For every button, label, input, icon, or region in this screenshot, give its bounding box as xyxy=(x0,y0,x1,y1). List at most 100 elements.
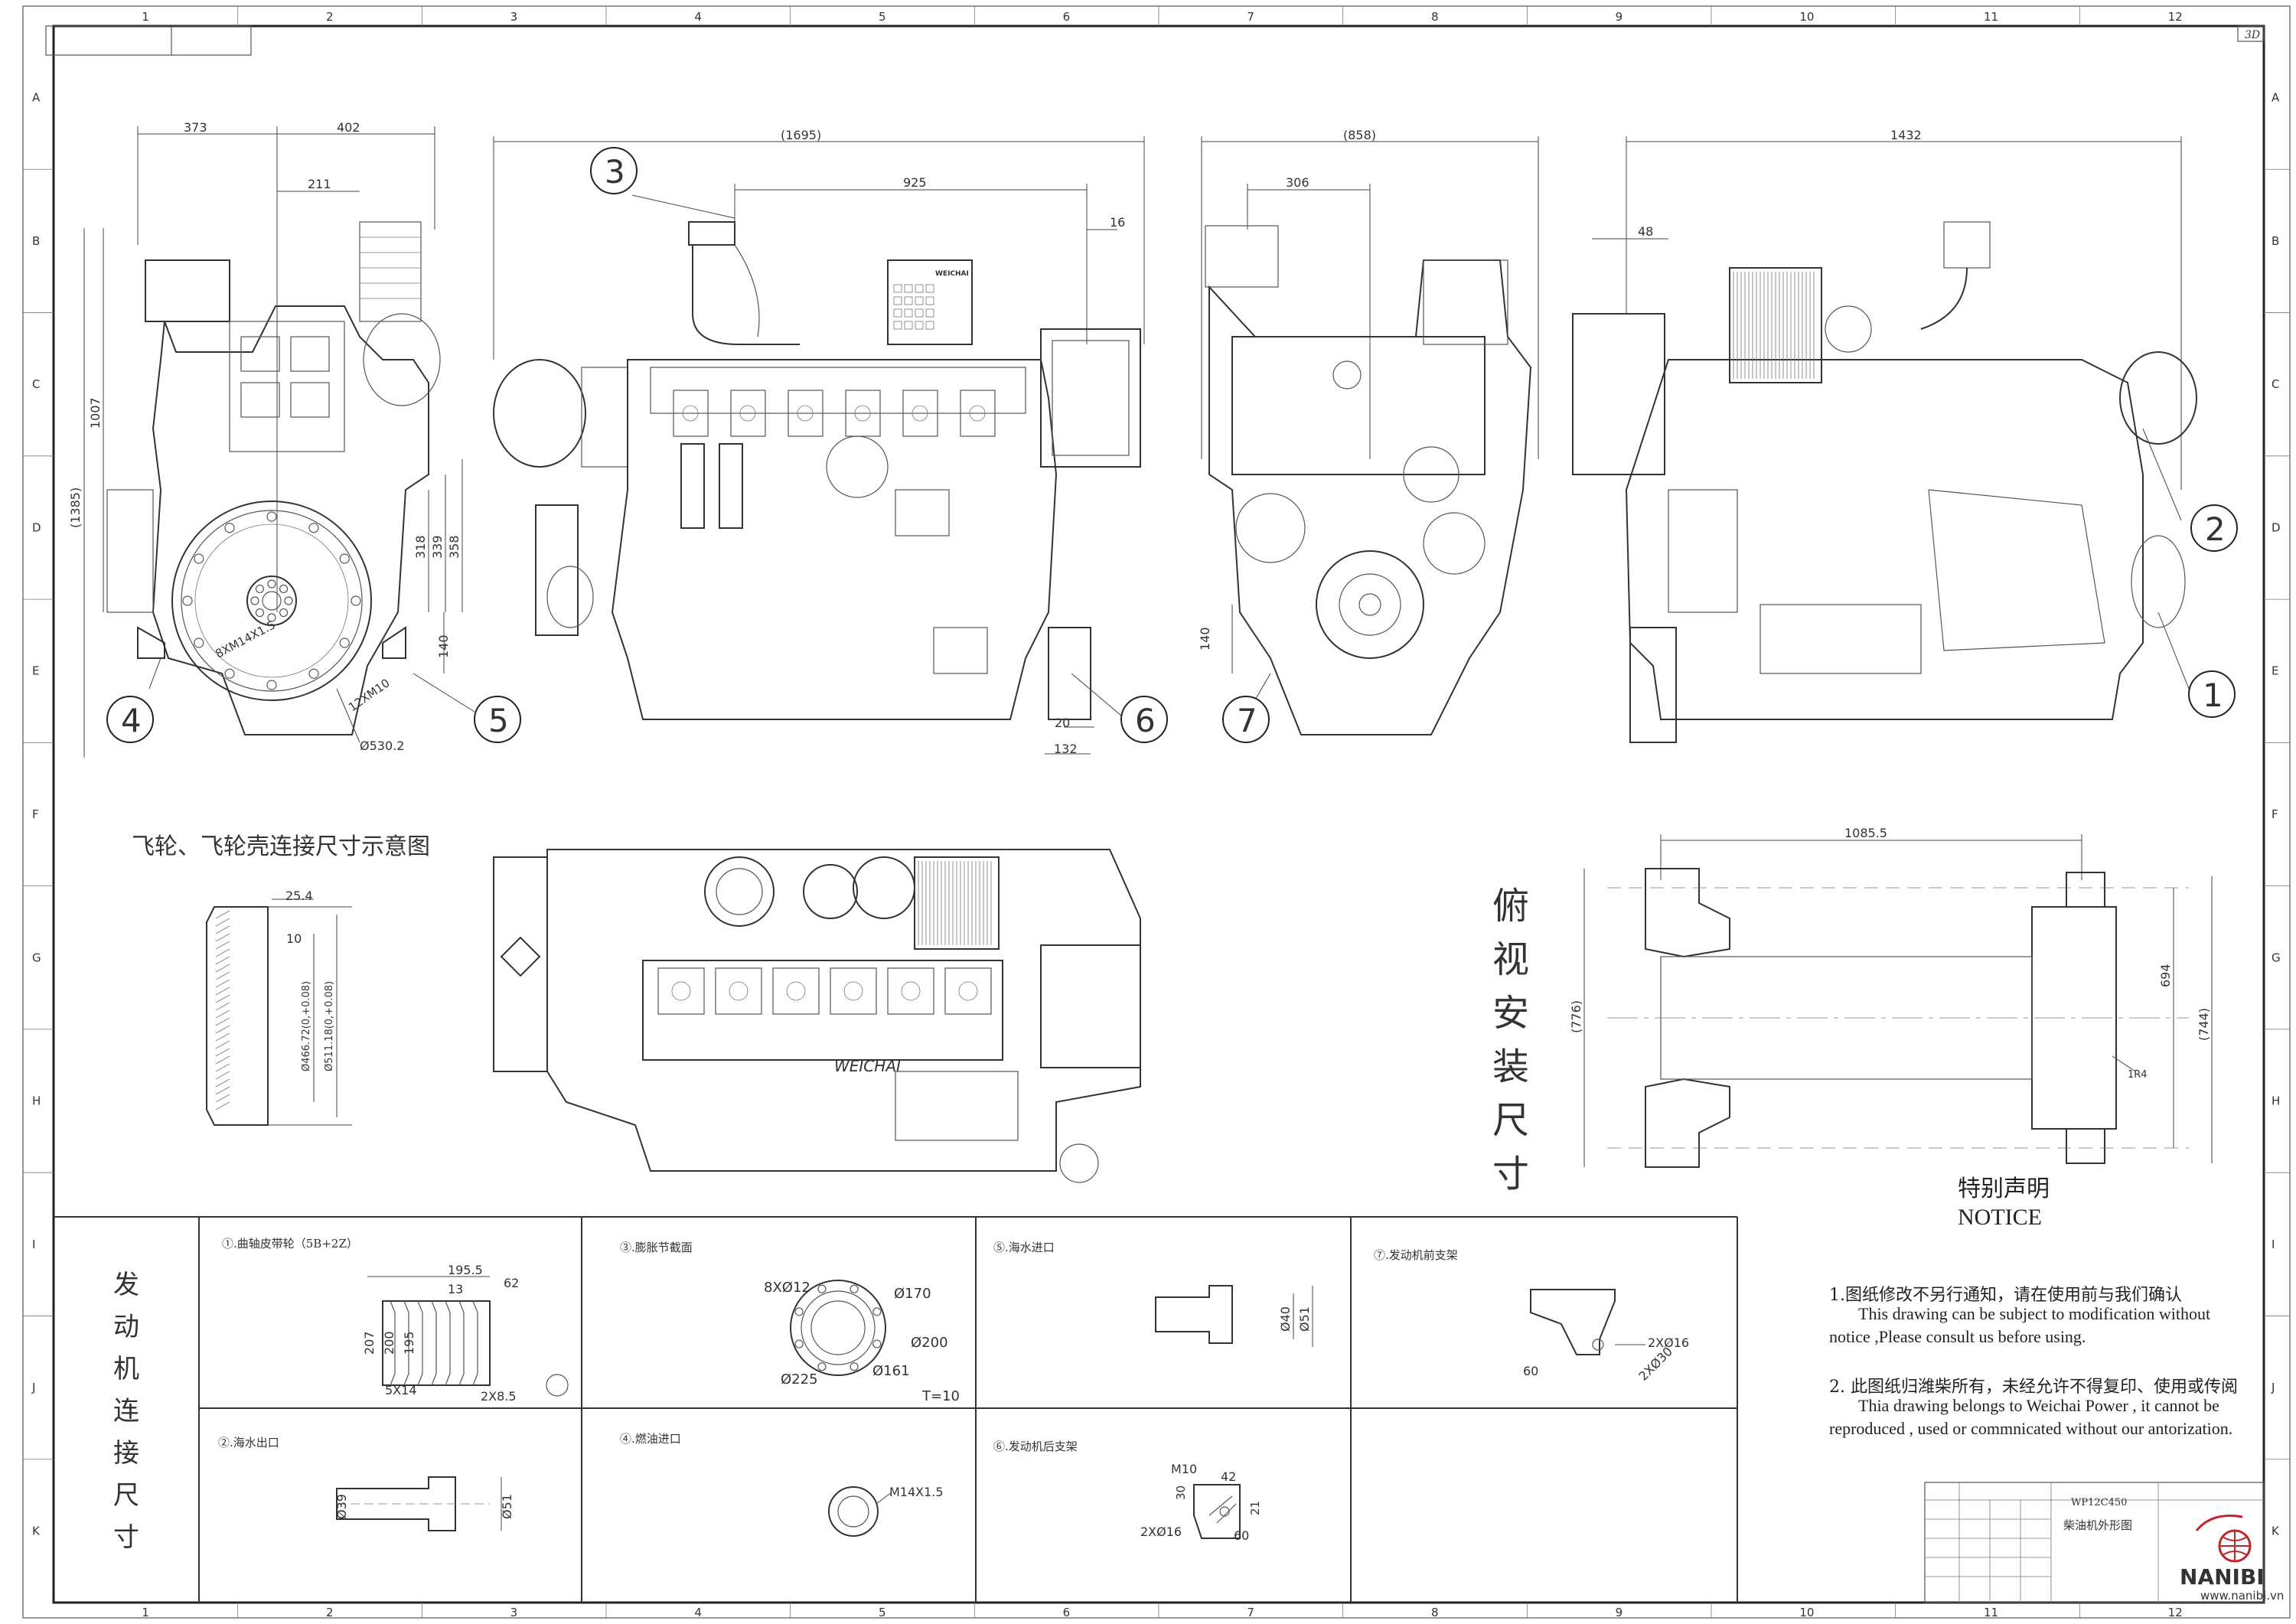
balloon-4 xyxy=(106,696,154,743)
top-block-logo: WEICHAI xyxy=(834,1057,901,1075)
grid-row-label: D xyxy=(2272,520,2281,534)
vertical-title-char: 装 xyxy=(1492,1045,1529,1088)
watermark-brand: NANIBI xyxy=(2180,1564,2265,1590)
title-block: WP12C450 柴油机外形图 xyxy=(1924,1482,2265,1603)
cell-6-label: ⑥.发动机后支架 xyxy=(993,1440,1078,1453)
front-dim-12xm10: 12XM10 xyxy=(346,676,393,714)
cell-6-dim-2x16: 2XØ16 xyxy=(1140,1525,1182,1539)
cell-3-label: ③.膨胀节截面 xyxy=(620,1241,693,1254)
grid-row-label: C xyxy=(32,377,40,391)
cell-1-dim-5x14: 5X14 xyxy=(385,1383,417,1397)
side-dim-132: 132 xyxy=(1054,742,1078,756)
fly-dim-25: 25.4 xyxy=(285,889,313,903)
cell-7-label: ⑦.发动机前支架 xyxy=(1374,1248,1458,1262)
vertical-title-char: 寸 xyxy=(113,1522,139,1553)
cell-6-dim-60: 60 xyxy=(1234,1528,1249,1543)
cell-5-label: ⑤.海水进口 xyxy=(993,1241,1055,1254)
cell-2-dim-51: Ø51 xyxy=(500,1494,514,1519)
cell-2-dim-39: Ø39 xyxy=(334,1494,349,1519)
vertical-title-char: 动 xyxy=(113,1312,139,1342)
balloon-7-label: 7 xyxy=(1237,702,1257,739)
balloon-7 xyxy=(1222,696,1270,743)
grid-col-label: 9 xyxy=(1616,10,1623,24)
vertical-title-char: 尺 xyxy=(113,1480,139,1511)
control-panel xyxy=(887,259,973,345)
grid-col-label: 10 xyxy=(1799,1606,1814,1619)
cell-1-dim-195: 195.5 xyxy=(448,1263,483,1277)
grid-row-label: A xyxy=(2272,91,2280,105)
cell-1-dim-13: 13 xyxy=(448,1282,463,1296)
balloon-6-label: 6 xyxy=(1135,702,1156,739)
vertical-title-char: 寸 xyxy=(1492,1153,1529,1195)
grid-row-label: B xyxy=(32,234,40,248)
cell-6-dim-30: 30 xyxy=(1174,1485,1188,1500)
grid-row-label: J xyxy=(31,1381,35,1394)
balloon-2 xyxy=(2190,504,2238,552)
cell-7-dim-2x16: 2XØ16 xyxy=(1648,1335,1689,1350)
cell-3-dim-8x12: 8XØ12 xyxy=(764,1280,810,1296)
vertical-title-char: 连 xyxy=(113,1396,139,1427)
cell-1-dim-200: 200 xyxy=(382,1331,396,1355)
side-view-right: 1432 48 2 1 xyxy=(1572,128,2238,743)
cell-3-dim-161: Ø161 xyxy=(872,1363,910,1379)
notice-item2-en-a: Thia drawing belongs to Weichai Power , … xyxy=(1858,1396,2219,1415)
cell-4-dim-m14: M14X1.5 xyxy=(889,1485,944,1499)
cell-3-dim-t10: T=10 xyxy=(921,1388,960,1404)
rear-dim-306: 306 xyxy=(1286,175,1309,190)
grid-row-label: F xyxy=(32,807,39,821)
grid-row-label: F xyxy=(2272,807,2278,821)
front-dim-1007: 1007 xyxy=(88,397,103,429)
grid-row-label: K xyxy=(32,1524,41,1538)
cell-6-dim-21: 21 xyxy=(1248,1501,1262,1515)
vertical-title-char: 发 xyxy=(113,1270,139,1300)
mounting-plan: 1085.5 (776) 694 (744) 1R4 xyxy=(1569,826,2213,1168)
grid-col-label: 6 xyxy=(1063,10,1071,24)
balloon-4-label: 4 xyxy=(121,702,142,739)
cell-7-dim-60: 60 xyxy=(1523,1364,1538,1378)
format-tag: 3D xyxy=(2245,29,2260,41)
grid-col-label: 9 xyxy=(1616,1606,1623,1619)
front-dim-211: 211 xyxy=(308,177,331,191)
control-panel-buttons xyxy=(893,284,934,330)
front-dim-diameter: Ø530.2 xyxy=(360,739,404,753)
balloon-1 xyxy=(2188,670,2236,718)
notice-item1-en-b: notice ,Please consult us before using. xyxy=(1829,1327,2086,1346)
grid-col-label: 7 xyxy=(1247,10,1254,24)
cell-6-dim-42: 42 xyxy=(1221,1469,1236,1484)
grid-col-label: 5 xyxy=(879,1606,886,1619)
top-air-filter-fins xyxy=(918,861,992,945)
air-filter-fins xyxy=(1733,272,1815,379)
cell-6-dim-m10: M10 xyxy=(1171,1462,1197,1476)
grid-row-label: C xyxy=(2272,377,2279,391)
flywheel-section-hatch xyxy=(215,910,230,1110)
cell-3-dim-200: Ø200 xyxy=(911,1335,948,1351)
balloon-1-label: 1 xyxy=(2203,677,2223,714)
grid-row-label: A xyxy=(32,91,41,105)
cell-3-dim-225: Ø225 xyxy=(781,1371,818,1388)
cell-4-label: ④.燃油进口 xyxy=(620,1432,681,1446)
mount-dim-776: (776) xyxy=(1569,1000,1583,1033)
rear-view: (858) 306 140 7 xyxy=(1198,128,1539,743)
balloon-5-label: 5 xyxy=(488,702,509,739)
grid-row-label: I xyxy=(32,1238,35,1251)
title-name: 柴油机外形图 xyxy=(2063,1518,2132,1532)
front-dim-1385: (1385) xyxy=(68,488,83,528)
grid-col-label: 12 xyxy=(2168,1606,2183,1619)
grid-row-label: I xyxy=(2272,1238,2275,1251)
cell-1-label: ①.曲轴皮带轮（5B+2Z） xyxy=(222,1237,358,1251)
panel-brand: WEICHAI xyxy=(935,270,969,278)
vertical-title-char: 机 xyxy=(113,1354,139,1384)
front-view: 373 402 211 (1385) 1007 318 339 358 140 xyxy=(68,120,521,758)
vertical-title-char: 接 xyxy=(113,1438,139,1469)
side-dim-16: 16 xyxy=(1110,215,1125,230)
grid-col-label: 1 xyxy=(142,10,149,24)
cell-1-dim-207: 207 xyxy=(362,1331,377,1355)
grid-row-label: E xyxy=(32,664,39,678)
grid-col-label: 11 xyxy=(1984,1606,1998,1619)
flywheel-bolt-circle xyxy=(182,511,361,690)
grid-col-label: 11 xyxy=(1984,10,1998,24)
grid-col-label: 6 xyxy=(1063,1606,1071,1619)
